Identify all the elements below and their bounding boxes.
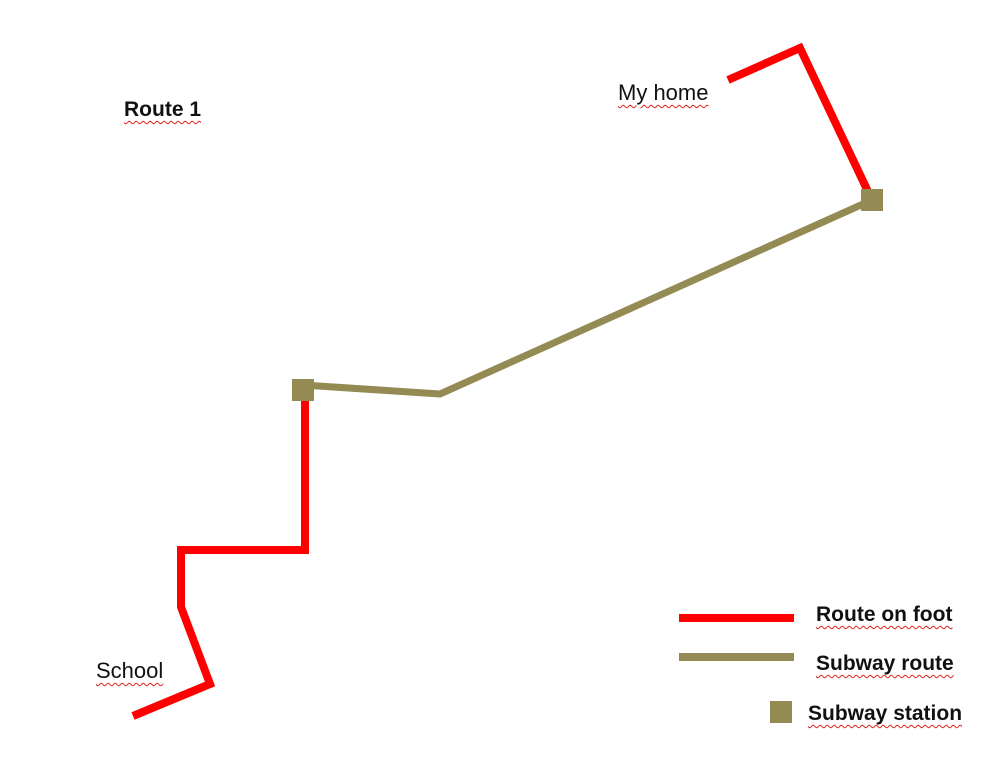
legend-foot-swatch bbox=[679, 614, 794, 622]
subway-station-school bbox=[292, 379, 314, 401]
legend-foot-label: Route on foot bbox=[816, 603, 953, 626]
foot-path-home bbox=[726, 42, 876, 202]
home-label: My home bbox=[618, 80, 709, 105]
school-label: School bbox=[96, 658, 164, 683]
subway-station-home bbox=[861, 189, 883, 211]
legend-station-label: Subway station bbox=[808, 702, 963, 725]
legend-subway-label: Subway route bbox=[816, 652, 954, 675]
subway-path bbox=[302, 196, 874, 398]
diagram-title: Route 1 bbox=[124, 98, 202, 121]
legend-station-swatch bbox=[770, 701, 792, 723]
legend-subway-swatch bbox=[679, 653, 794, 661]
foot-path-school bbox=[131, 390, 309, 720]
